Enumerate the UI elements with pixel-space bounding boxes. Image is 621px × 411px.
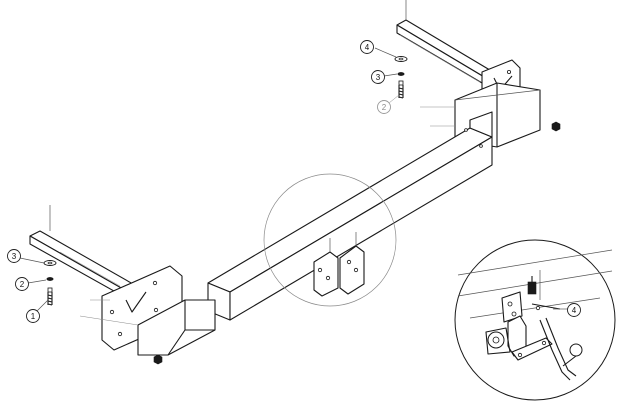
- svg-text:1: 1: [31, 312, 36, 321]
- left-chassis-rail: [29, 205, 141, 301]
- left-fastener-stack: [43, 260, 57, 306]
- right-lock-nut: [551, 121, 561, 132]
- svg-text:2: 2: [382, 103, 387, 112]
- left-crossbar-end-box: [79, 299, 216, 356]
- main-crossbar-tube: [207, 111, 493, 321]
- svg-text:3: 3: [376, 73, 381, 82]
- right-fastener-stack: [394, 56, 408, 99]
- callout-right-flat-washer: 4: [360, 40, 374, 54]
- callout-right-bolt: 2: [377, 100, 391, 114]
- callout-left-flat-washer: 3: [7, 249, 21, 263]
- callout-left-spring-washer: 2: [15, 277, 29, 291]
- svg-text:3: 3: [12, 252, 17, 261]
- callout-leaders: [19, 47, 568, 313]
- callout-right-spring-washer: 3: [371, 70, 385, 84]
- svg-text:4: 4: [572, 306, 577, 315]
- svg-text:4: 4: [365, 43, 370, 52]
- tow-ball-bracket-zoom-circle: [263, 173, 397, 307]
- tow-ball-detail-circle: [454, 239, 616, 401]
- callout-left-bolt: 1: [26, 309, 40, 323]
- callout-detail-item: 4: [567, 303, 581, 317]
- left-lock-nut: [153, 354, 163, 365]
- svg-text:2: 2: [20, 280, 25, 289]
